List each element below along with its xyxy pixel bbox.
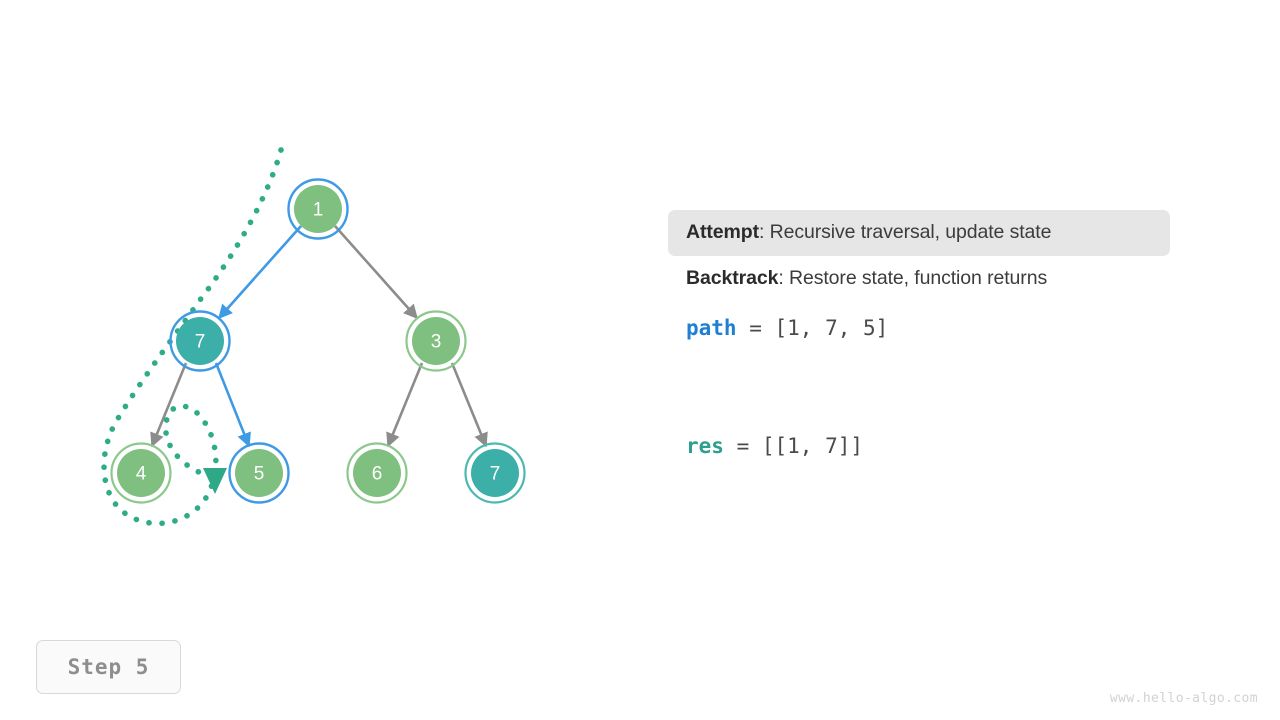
- edge-7-to-5: [214, 362, 251, 448]
- edge-3-to-7: [450, 362, 488, 448]
- node-7-left-ring: [169, 310, 231, 372]
- explanation-panel: Attempt: Recursive traversal, update sta…: [668, 210, 1246, 461]
- path-variable-value: = [1, 7, 5]: [736, 316, 889, 340]
- tree-node-3[interactable]: 3: [405, 310, 467, 372]
- node-7-right-ring: [464, 442, 526, 504]
- node-5-ring: [228, 442, 290, 504]
- node-3-fill: [412, 317, 460, 365]
- edge-1-to-7: [218, 225, 302, 320]
- res-variable-value: = [[1, 7]]: [723, 434, 864, 459]
- node-4-ring: [110, 442, 172, 504]
- tree-edges: [150, 225, 488, 448]
- backtrack-text: : Restore state, function returns: [778, 267, 1048, 290]
- attempt-text: : Recursive traversal, update state: [758, 221, 1052, 244]
- step-badge: Step 5: [36, 640, 181, 694]
- watermark: www.hello-algo.com: [1109, 691, 1258, 706]
- backtrack-line: Backtrack: Restore state, function retur…: [686, 266, 1047, 291]
- node-7-left-label: 7: [195, 332, 206, 353]
- edge-7-to-4: [150, 362, 188, 448]
- node-3-ring: [405, 310, 467, 372]
- backtrack-label: Backtrack: [686, 267, 779, 290]
- res-code-block: res = [[1, 7]]: [686, 432, 1246, 460]
- node-1-ring: [287, 178, 349, 240]
- tree-node-1[interactable]: 1: [287, 178, 349, 240]
- attempt-row: Attempt: Recursive traversal, update sta…: [668, 210, 1170, 256]
- node-6-ring: [346, 442, 408, 504]
- path-code-block: path = [1, 7, 5]: [686, 314, 1246, 342]
- node-4-fill: [117, 449, 165, 497]
- tree-node-7-left[interactable]: 7: [169, 310, 231, 372]
- tree-node-7-right[interactable]: 7: [464, 442, 526, 504]
- res-variable-name: res: [686, 434, 724, 459]
- backtrack-row: Backtrack: Restore state, function retur…: [668, 256, 1170, 302]
- backtracking-trail: [101, 147, 284, 527]
- edge-1-to-3: [334, 225, 418, 320]
- tree-nodes: 1 7 3 4 5: [110, 178, 526, 504]
- path-variable-name: path: [686, 316, 737, 340]
- binary-tree-diagram: 1 7 3 4 5: [101, 147, 526, 527]
- step-badge-label: Step 5: [67, 655, 150, 679]
- tree-node-5[interactable]: 5: [228, 442, 290, 504]
- code-spacer: [686, 342, 1246, 420]
- node-3-label: 3: [431, 332, 442, 353]
- node-6-fill: [353, 449, 401, 497]
- node-5-label: 5: [254, 464, 265, 485]
- tree-node-4[interactable]: 4: [110, 442, 172, 504]
- attempt-line: Attempt: Recursive traversal, update sta…: [686, 220, 1051, 245]
- node-5-fill: [235, 449, 283, 497]
- path-code-line: path = [1, 7, 5]: [686, 314, 1246, 342]
- node-7-right-fill: [471, 449, 519, 497]
- node-1-label: 1: [313, 200, 324, 221]
- attempt-label: Attempt: [686, 221, 759, 244]
- node-7-left-fill: [176, 317, 224, 365]
- trail-arrowhead-icon: [203, 468, 227, 494]
- node-6-label: 6: [372, 464, 383, 485]
- node-4-label: 4: [136, 464, 147, 485]
- tree-node-6[interactable]: 6: [346, 442, 408, 504]
- res-code-line: res = [[1, 7]]: [686, 432, 1246, 460]
- node-1-fill: [294, 185, 342, 233]
- node-7-right-label: 7: [490, 464, 501, 485]
- trail-main-path: [101, 147, 284, 527]
- edge-3-to-6: [386, 362, 424, 448]
